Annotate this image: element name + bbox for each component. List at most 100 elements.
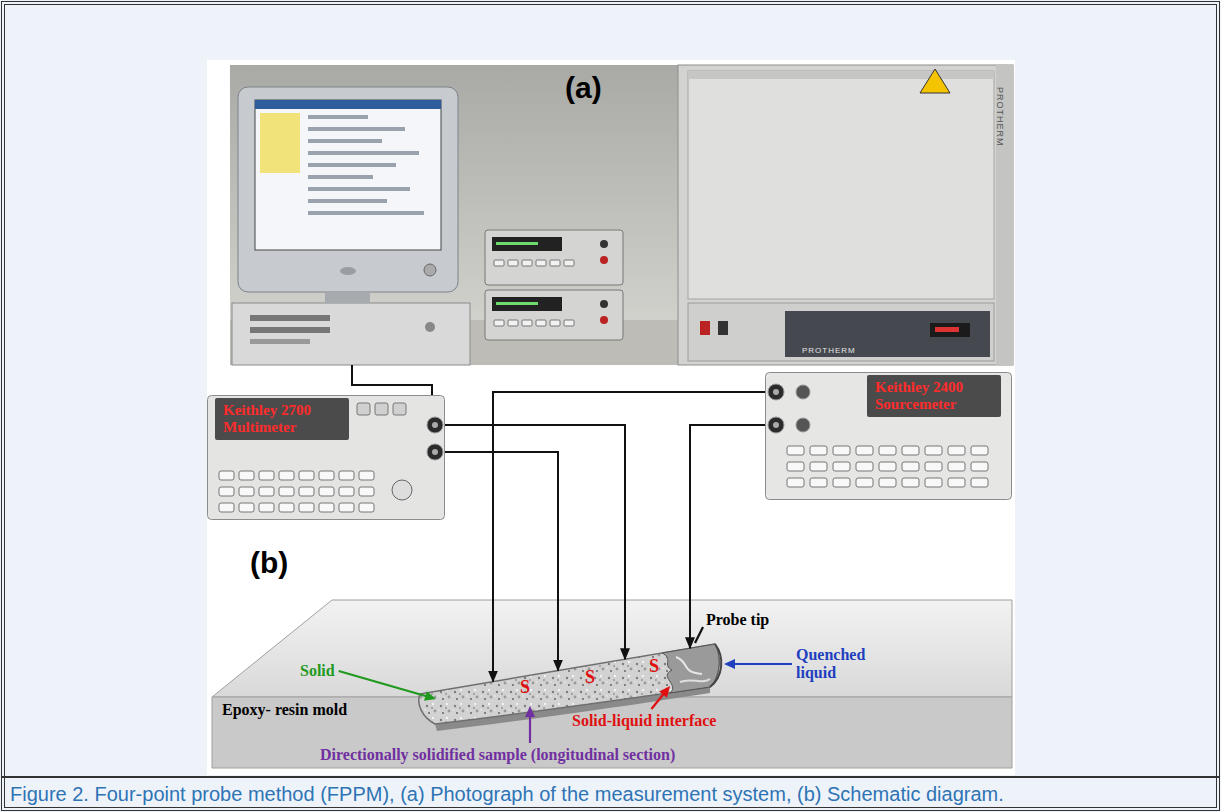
- drive-slot: [250, 315, 330, 321]
- region-label: Quenched liquid: [796, 646, 876, 682]
- text-holder: Keithley 2400 Sourcemeter: [875, 379, 993, 413]
- arrow-head: [525, 706, 535, 717]
- pointer-arrow: [733, 663, 792, 665]
- instrument-name: Keithley 2700 Multimeter: [223, 402, 341, 436]
- meter-key: [239, 503, 254, 512]
- screen-row: [308, 211, 424, 215]
- meter-key: [339, 487, 354, 496]
- arrow-head: [659, 686, 670, 698]
- source-key: [833, 462, 850, 471]
- terminal-core: [773, 422, 779, 428]
- pointer-arrow: [651, 693, 664, 709]
- quench-swirl: [680, 679, 710, 682]
- window-titlebar: [255, 100, 441, 109]
- text-holder: S: [649, 657, 659, 676]
- meter-key: [259, 487, 274, 496]
- source-key: [902, 446, 919, 455]
- meter-key: [319, 471, 334, 480]
- power-button: [425, 322, 435, 332]
- meter-key: [319, 487, 334, 496]
- pointer-arrow: [529, 715, 531, 743]
- spacing-mark: S: [520, 678, 530, 697]
- screen-row: [308, 115, 368, 119]
- meter-key: [339, 471, 354, 480]
- terminal-core: [773, 389, 779, 395]
- panel-letter: (b): [250, 546, 288, 580]
- source-key: [971, 446, 988, 455]
- instrument-key: [522, 320, 532, 326]
- source-key: [810, 446, 827, 455]
- controller-digits: [935, 327, 959, 332]
- source-display: [867, 375, 1001, 417]
- source-key: [879, 446, 896, 455]
- meter-key: [239, 487, 254, 496]
- instrument-display: [492, 297, 562, 311]
- part-name: Epoxy- resin mold: [222, 701, 347, 719]
- source-key: [879, 478, 896, 487]
- meter-display: [215, 398, 349, 440]
- text-holder: PROTHERM: [1005, 87, 1065, 98]
- instrument-key: [536, 320, 546, 326]
- instrument-body: [485, 290, 623, 340]
- instrument-key: [550, 260, 560, 266]
- region-label: Solid: [300, 662, 335, 680]
- instrument-name: Keithley 2400 Sourcemeter: [875, 379, 993, 413]
- cut-face: [710, 644, 721, 687]
- panel-letter: (a): [565, 71, 602, 105]
- instrument-display: [492, 237, 562, 251]
- source-key: [787, 462, 804, 471]
- screen-row: [308, 163, 396, 167]
- part-label: Directionally solidified sample (longitu…: [320, 746, 675, 764]
- source-key: [787, 446, 804, 455]
- meter-key: [259, 503, 274, 512]
- source-key: [902, 478, 919, 487]
- instrument-key: [522, 260, 532, 266]
- meter-key: [359, 503, 374, 512]
- meter-key: [299, 471, 314, 480]
- source-key: [833, 478, 850, 487]
- computer-case: [232, 303, 470, 365]
- instrument-key: [550, 320, 560, 326]
- text-holder: (b): [250, 546, 288, 580]
- furnace-door: [688, 71, 994, 299]
- meter-terminal: [427, 444, 443, 460]
- furnace-vent: [688, 71, 994, 79]
- source-body: [766, 373, 1012, 500]
- sourcemeter-box: Keithley 2400 Sourcemeter: [765, 372, 1012, 500]
- probe-wire: [690, 425, 765, 648]
- quench-swirl: [676, 657, 702, 674]
- instrument-terminal: [600, 316, 608, 324]
- instrument-body: [485, 230, 623, 285]
- drive-slot: [250, 327, 330, 333]
- furnace-body: [678, 65, 1013, 365]
- furnace-switch: [718, 321, 728, 335]
- instrument-key: [494, 260, 504, 266]
- meter-key: [259, 471, 274, 480]
- source-key: [833, 446, 850, 455]
- source-key: [925, 462, 942, 471]
- meter-key: [339, 503, 354, 512]
- source-key: [971, 478, 988, 487]
- screen-row: [308, 139, 382, 143]
- photo-illustration: [230, 65, 1013, 365]
- screen-row: [308, 127, 405, 131]
- meter-key: [359, 487, 374, 496]
- meter-knob: [392, 480, 412, 500]
- text-holder: Quenched liquid: [796, 646, 876, 682]
- text-holder: S: [585, 668, 595, 687]
- meter-key: [219, 471, 234, 480]
- source-key: [902, 462, 919, 471]
- instrument-key: [564, 320, 574, 326]
- source-terminal: [796, 385, 810, 399]
- meter-key: [357, 403, 370, 415]
- screen-row: [308, 151, 419, 155]
- caption-rule: [1, 776, 1220, 778]
- meter-key: [299, 503, 314, 512]
- monitor-screen: [255, 100, 441, 250]
- pointer-arrow: [339, 671, 428, 697]
- source-key: [948, 462, 965, 471]
- source-key: [925, 478, 942, 487]
- warning-sign: [920, 69, 950, 93]
- meter-key: [219, 503, 234, 512]
- control-strip: [785, 311, 990, 357]
